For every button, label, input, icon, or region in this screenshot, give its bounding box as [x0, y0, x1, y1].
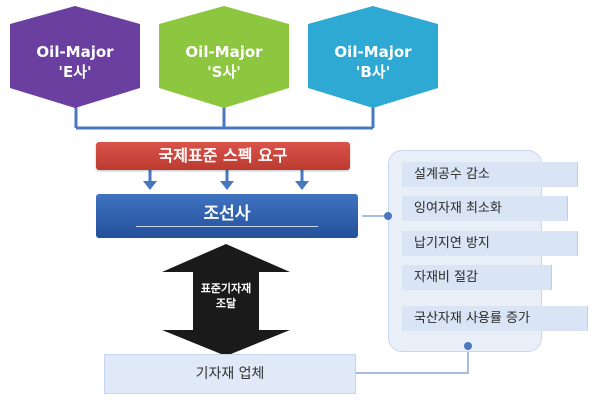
double-arrow-icon	[162, 244, 290, 356]
connector-dot	[384, 212, 392, 220]
oil-major-b-company: 'B사'	[355, 63, 391, 81]
oil-major-s-name: Oil-Major	[185, 43, 263, 61]
oil-major-e-company: 'E사'	[58, 63, 92, 81]
shipyard-box: 조선사	[96, 194, 358, 238]
procurement-line2: 조달	[215, 297, 237, 310]
shipyard-label: 조선사	[203, 204, 251, 224]
connector-dot	[464, 342, 472, 350]
oil-major-s-company: 'S사'	[207, 63, 241, 81]
hexagon-shape	[308, 6, 438, 108]
requirement-bar: 국제표준 스펙 요구	[96, 142, 350, 170]
oil-major-b-name: Oil-Major	[334, 43, 412, 61]
benefit-item: 납기지연 방지	[402, 231, 578, 256]
hexagon-shape	[10, 6, 140, 108]
benefit-item: 국산자재 사용률 증가	[402, 306, 588, 331]
vendor-box: 기자재 업체	[104, 354, 356, 394]
procurement-line1: 표준기자재	[200, 282, 252, 295]
benefit-item: 자재비 절감	[402, 265, 552, 290]
hexagon-shape	[159, 6, 289, 108]
benefit-item: 잉여자재 최소화	[402, 196, 568, 221]
benefit-item: 설계공수 감소	[402, 162, 578, 187]
oil-major-e-name: Oil-Major	[36, 43, 114, 61]
procurement-label: 표준기자재 조달	[186, 281, 266, 311]
shipyard-underline	[136, 226, 318, 227]
oil-major-e: Oil-Major 'E사'	[6, 4, 144, 110]
oil-major-b: Oil-Major 'B사'	[304, 4, 442, 110]
oil-major-s: Oil-Major 'S사'	[155, 4, 293, 110]
